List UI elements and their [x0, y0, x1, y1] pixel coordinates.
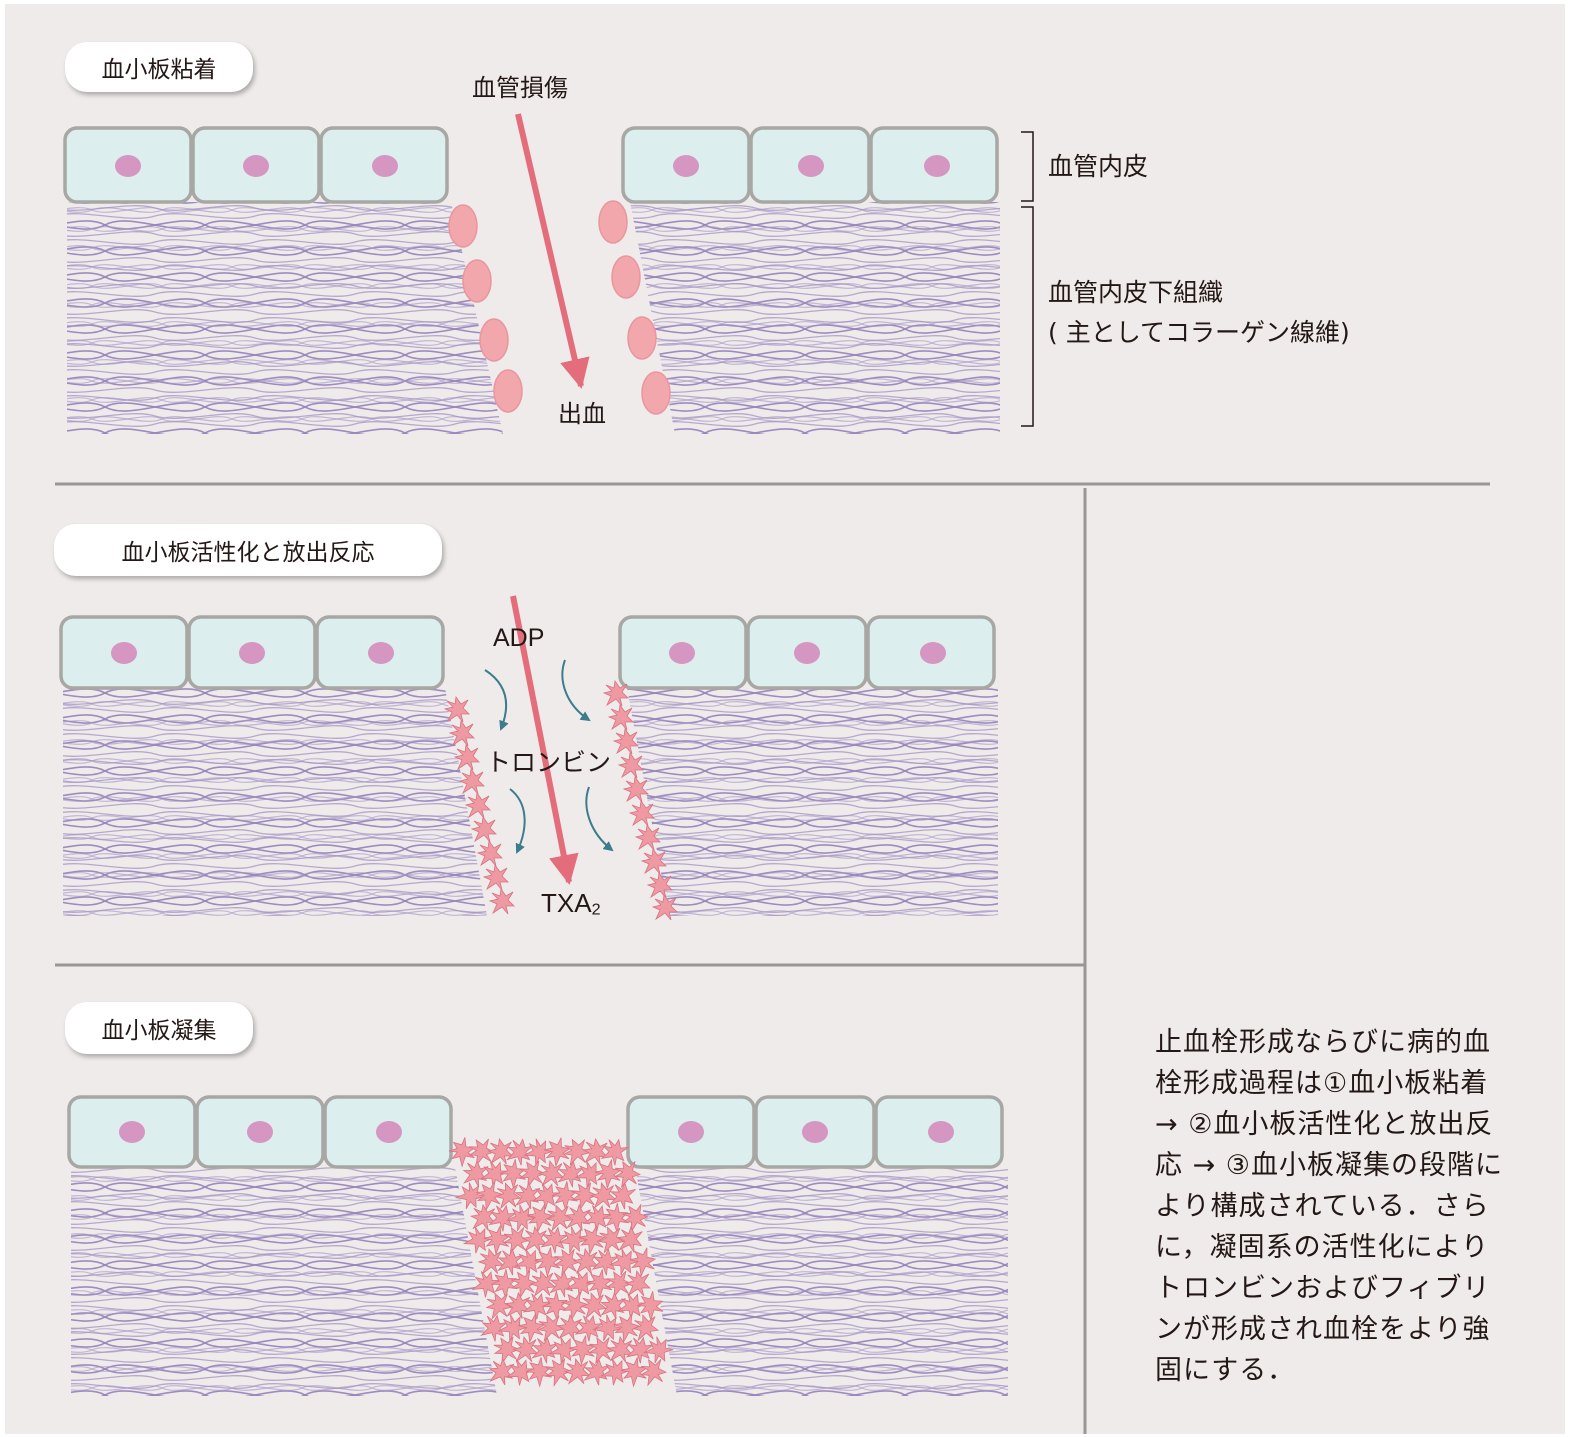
endothelium-label: 血管内皮	[1048, 152, 1149, 181]
bleeding-label: 出血	[558, 400, 606, 428]
endothelial-cells	[63, 126, 999, 204]
panel-adhesion	[63, 113, 1034, 434]
platelets-resting	[448, 200, 671, 415]
endothelial-cells	[59, 615, 996, 690]
injury-arrow	[515, 113, 590, 389]
thrombin-label: トロンビン	[486, 748, 612, 777]
injury-label: 血管損傷	[472, 74, 568, 102]
figure: 血小板粘着 血小板活性化と放出反応 血小板凝集 血管損傷 出血 血管内皮 血管内…	[5, 4, 1565, 1434]
subendothelium-bracket	[1021, 206, 1034, 427]
adp-label: ADP	[493, 624, 545, 652]
endothelium-bracket	[1021, 131, 1034, 202]
txa2-label: TXA2	[541, 888, 601, 919]
activation-arrow	[510, 595, 579, 885]
stage-3-title: 血小板凝集	[65, 1002, 253, 1054]
figure-caption: 止血栓形成ならびに病的血栓形成過程は①血小板粘着 → ②血小板活性化と放出反応 …	[1155, 1027, 1503, 1386]
panel-activation	[59, 595, 998, 921]
subendothelium-note: ( 主としてコラーゲン線維)	[1048, 318, 1350, 347]
stage-2-title: 血小板活性化と放出反応	[54, 524, 442, 576]
panel-aggregation	[67, 1095, 1008, 1396]
release-arrows	[484, 659, 614, 854]
endothelial-cells	[67, 1095, 1004, 1169]
subendothelium-label: 血管内皮下組織	[1048, 278, 1224, 307]
diagram-artwork	[55, 113, 1490, 1434]
stage-1-title: 血小板粘着	[65, 42, 253, 92]
